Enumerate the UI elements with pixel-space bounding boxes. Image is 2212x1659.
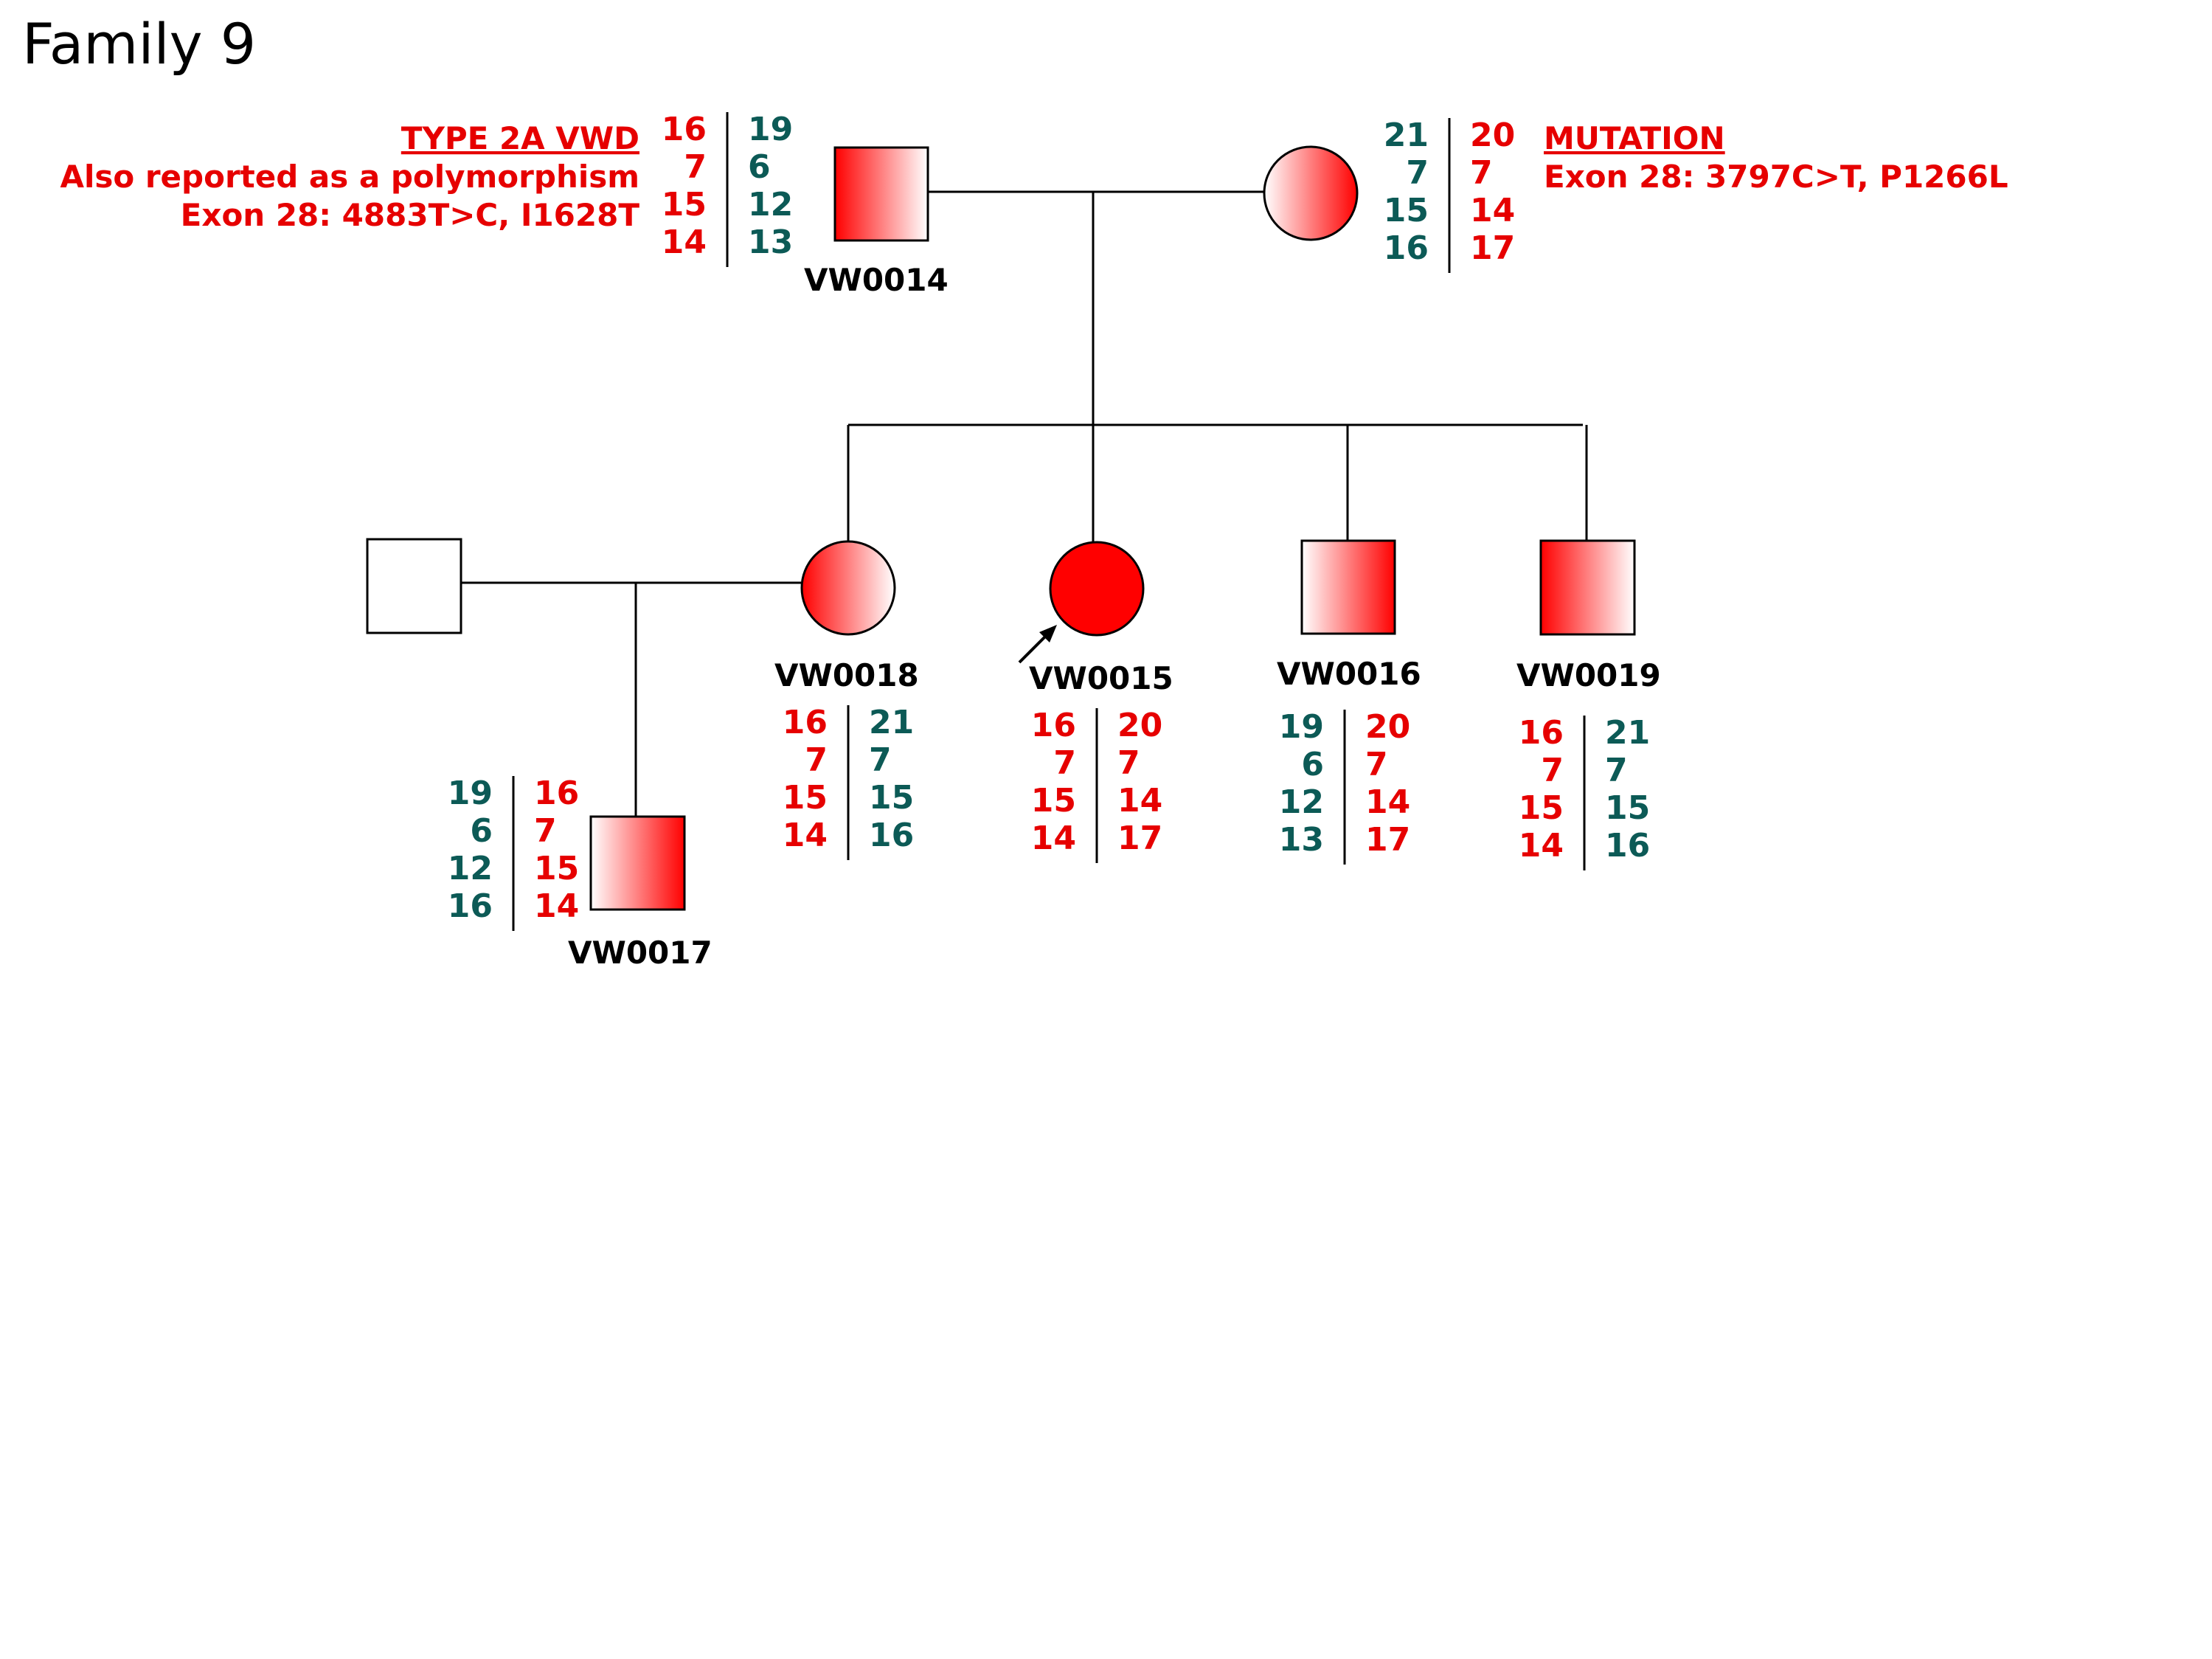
note-left-line2: Exon 28: 4883T>C, I1628T [181, 197, 640, 233]
allele-left-1: 16 [1519, 714, 1564, 752]
allele-right-4: 17 [1470, 229, 1515, 267]
allele-left-3: 15 [1519, 789, 1564, 827]
allele-left-3: 12 [448, 850, 493, 887]
individual-vw0015-symbol [1049, 541, 1145, 637]
individual-id-vw0017: VW0017 [568, 935, 713, 971]
allele-left-3: 15 [1031, 782, 1076, 820]
individual-id-vw0016: VW0016 [1277, 656, 1421, 692]
allele-right-1: 19 [748, 111, 793, 148]
individual-id-vw0018: VW0018 [774, 657, 919, 693]
allele-left-1: 21 [1384, 117, 1429, 154]
individual-spouse-symbol [366, 538, 462, 634]
allele-left-4: 16 [448, 887, 493, 925]
allele-right-3: 15 [869, 779, 914, 817]
allele-left-2: 6 [470, 812, 493, 850]
allele-right-4: 16 [869, 817, 914, 854]
individual-vw0014-symbol [833, 146, 929, 242]
allele-left-1: 16 [783, 704, 828, 741]
allele-left-3: 15 [783, 779, 828, 817]
allele-right-2: 7 [1365, 746, 1388, 783]
allele-left-4: 14 [662, 224, 707, 261]
variant-note-right: MUTATION Exon 28: 3797C>T, P1266L [1544, 120, 2008, 195]
allele-right-3: 15 [1605, 789, 1650, 827]
allele-right-1: 21 [1605, 714, 1650, 752]
individual-vw0016-symbol [1300, 539, 1396, 635]
allele-right-2: 7 [1117, 744, 1140, 782]
allele-right-1: 20 [1117, 707, 1162, 744]
allele-right-1: 20 [1365, 708, 1410, 746]
note-right-line1: Exon 28: 3797C>T, P1266L [1544, 159, 2008, 195]
individual-vw0019-symbol [1539, 539, 1636, 636]
individual-id-vw0019: VW0019 [1516, 657, 1661, 693]
variant-note-left: TYPE 2A VWD Also reported as a polymorph… [60, 120, 639, 233]
allele-right-2: 7 [869, 741, 892, 779]
allele-left-2: 7 [1406, 154, 1429, 192]
allele-right-3: 14 [1365, 783, 1410, 821]
allele-left-1: 19 [448, 775, 493, 812]
allele-right-4: 17 [1117, 820, 1162, 857]
allele-left-3: 12 [1279, 783, 1324, 821]
allele-right-1: 16 [534, 775, 579, 812]
allele-left-2: 7 [1053, 744, 1076, 782]
allele-left-3: 15 [1384, 192, 1429, 229]
allele-right-1: 20 [1470, 117, 1515, 154]
allele-right-2: 6 [748, 148, 771, 186]
allele-left-4: 14 [1519, 827, 1564, 865]
allele-right-4: 14 [534, 887, 579, 925]
allele-right-2: 7 [534, 812, 557, 850]
allele-right-3: 12 [748, 186, 793, 224]
allele-left-4: 16 [1384, 229, 1429, 267]
proband-arrow-icon [1018, 625, 1057, 664]
allele-left-1: 19 [1279, 708, 1324, 746]
haplotype-tables: 1671514196121321715162071417167151421715… [448, 111, 1650, 931]
allele-right-3: 14 [1470, 192, 1515, 229]
allele-left-4: 14 [1031, 820, 1076, 857]
individual-vw0018-symbol [800, 540, 896, 636]
allele-left-3: 15 [662, 186, 707, 224]
individual-vw0017-symbol [589, 815, 686, 911]
allele-right-1: 21 [869, 704, 914, 741]
individual-id-vw0014: VW0014 [804, 262, 949, 298]
allele-left-2: 7 [684, 148, 707, 186]
allele-right-3: 15 [534, 850, 579, 887]
individual-id-vw0015: VW0015 [1029, 660, 1173, 696]
note-left-line1: Also reported as a polymorphism [60, 159, 639, 195]
allele-left-4: 13 [1279, 821, 1324, 859]
note-right-heading: MUTATION [1544, 120, 1725, 156]
allele-right-4: 16 [1605, 827, 1650, 865]
allele-left-4: 14 [783, 817, 828, 854]
allele-left-2: 7 [805, 741, 828, 779]
allele-left-1: 16 [1031, 707, 1076, 744]
note-left-heading: TYPE 2A VWD [401, 120, 639, 156]
allele-right-2: 7 [1605, 752, 1628, 789]
allele-right-4: 17 [1365, 821, 1410, 859]
allele-left-2: 6 [1301, 746, 1324, 783]
allele-right-2: 7 [1470, 154, 1493, 192]
allele-right-3: 14 [1117, 782, 1162, 820]
pedigree-lines [460, 190, 1588, 817]
allele-right-4: 13 [748, 224, 793, 261]
individual-mother-symbol [1263, 145, 1359, 241]
allele-left-2: 7 [1541, 752, 1564, 789]
allele-left-1: 16 [662, 111, 707, 148]
page-title: Family 9 [22, 11, 256, 77]
